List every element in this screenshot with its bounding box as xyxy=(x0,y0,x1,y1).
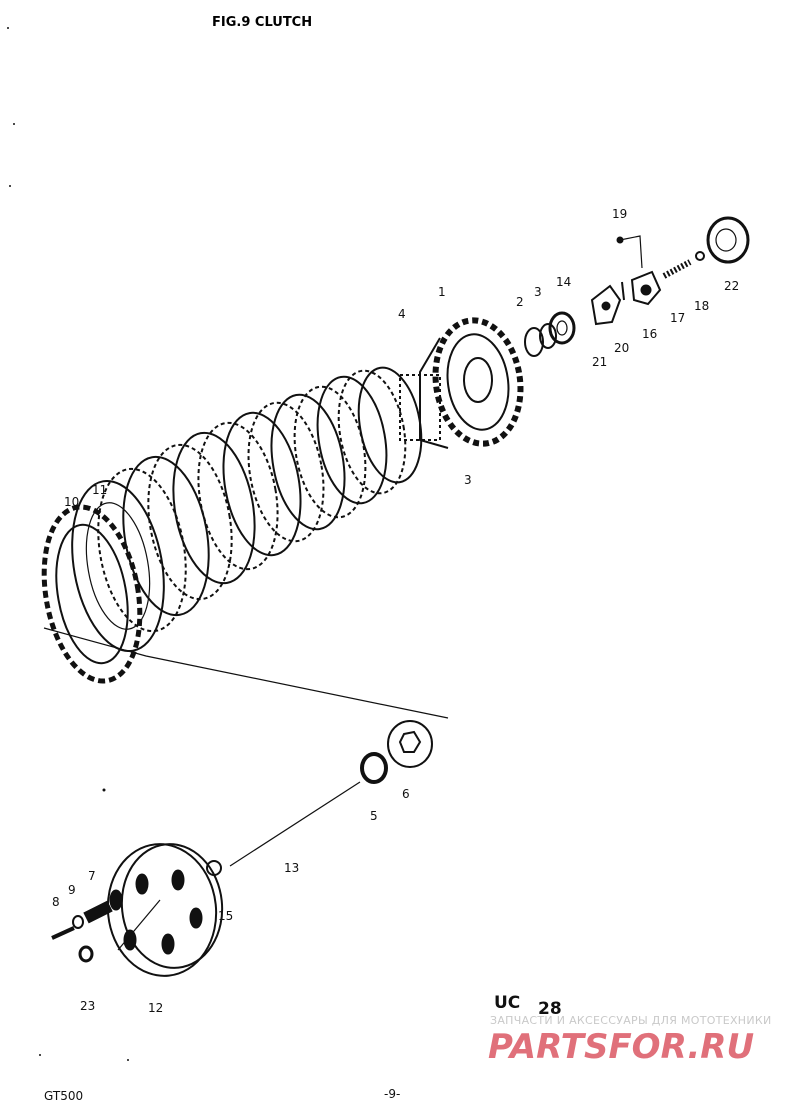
clutch-plate-stack xyxy=(41,366,423,684)
scan-specks xyxy=(7,27,129,1061)
callout-13: 13 xyxy=(284,861,299,875)
callout-5: 5 xyxy=(370,809,378,823)
watermark-tagline: ЗАПЧАСТИ И АКСЕССУАРЫ ДЛЯ МОТОТЕХНИКИ xyxy=(490,1014,772,1027)
footer-model: GT500 xyxy=(44,1089,83,1103)
code-number: 28 xyxy=(538,999,562,1019)
callout-3-upper: 3 xyxy=(534,285,542,299)
callout-15: 15 xyxy=(218,909,233,923)
callout-6: 6 xyxy=(402,787,410,801)
callout-17: 17 xyxy=(670,311,685,325)
callout-1: 1 xyxy=(438,285,446,299)
callout-12: 12 xyxy=(148,1001,163,1015)
callout-20: 20 xyxy=(614,341,629,355)
pressure-plate xyxy=(106,843,224,977)
code-prefix: UC xyxy=(494,993,520,1013)
callout-14: 14 xyxy=(556,275,571,289)
callout-4: 4 xyxy=(398,307,406,321)
callout-11: 11 xyxy=(92,483,107,497)
callout-19: 19 xyxy=(612,207,627,221)
nut-and-washer xyxy=(360,720,433,784)
callout-16: 16 xyxy=(642,327,657,341)
watermark-logo: PARTSFOR.RU xyxy=(488,1027,754,1067)
callout-21: 21 xyxy=(592,355,607,369)
bolt-spring-set xyxy=(51,900,113,963)
callout-2: 2 xyxy=(516,295,524,309)
spacer-and-bearing xyxy=(524,311,576,357)
footer-page-number: -9- xyxy=(384,1087,400,1101)
callout-8: 8 xyxy=(52,895,60,909)
callout-10: 10 xyxy=(64,495,79,509)
callout-3-lower: 3 xyxy=(464,473,472,487)
callout-18: 18 xyxy=(694,299,709,313)
leader-lines xyxy=(43,627,449,867)
clutch-housing xyxy=(399,317,524,449)
callout-22: 22 xyxy=(724,279,739,293)
callout-labels: 1 2 3 14 4 3 19 22 18 17 16 20 21 10 11 … xyxy=(52,207,739,1015)
callout-23: 23 xyxy=(80,999,95,1013)
callout-9: 9 xyxy=(68,883,76,897)
callout-7: 7 xyxy=(88,869,96,883)
figure-title: FIG.9 CLUTCH xyxy=(212,15,312,30)
release-mechanism xyxy=(590,216,750,326)
